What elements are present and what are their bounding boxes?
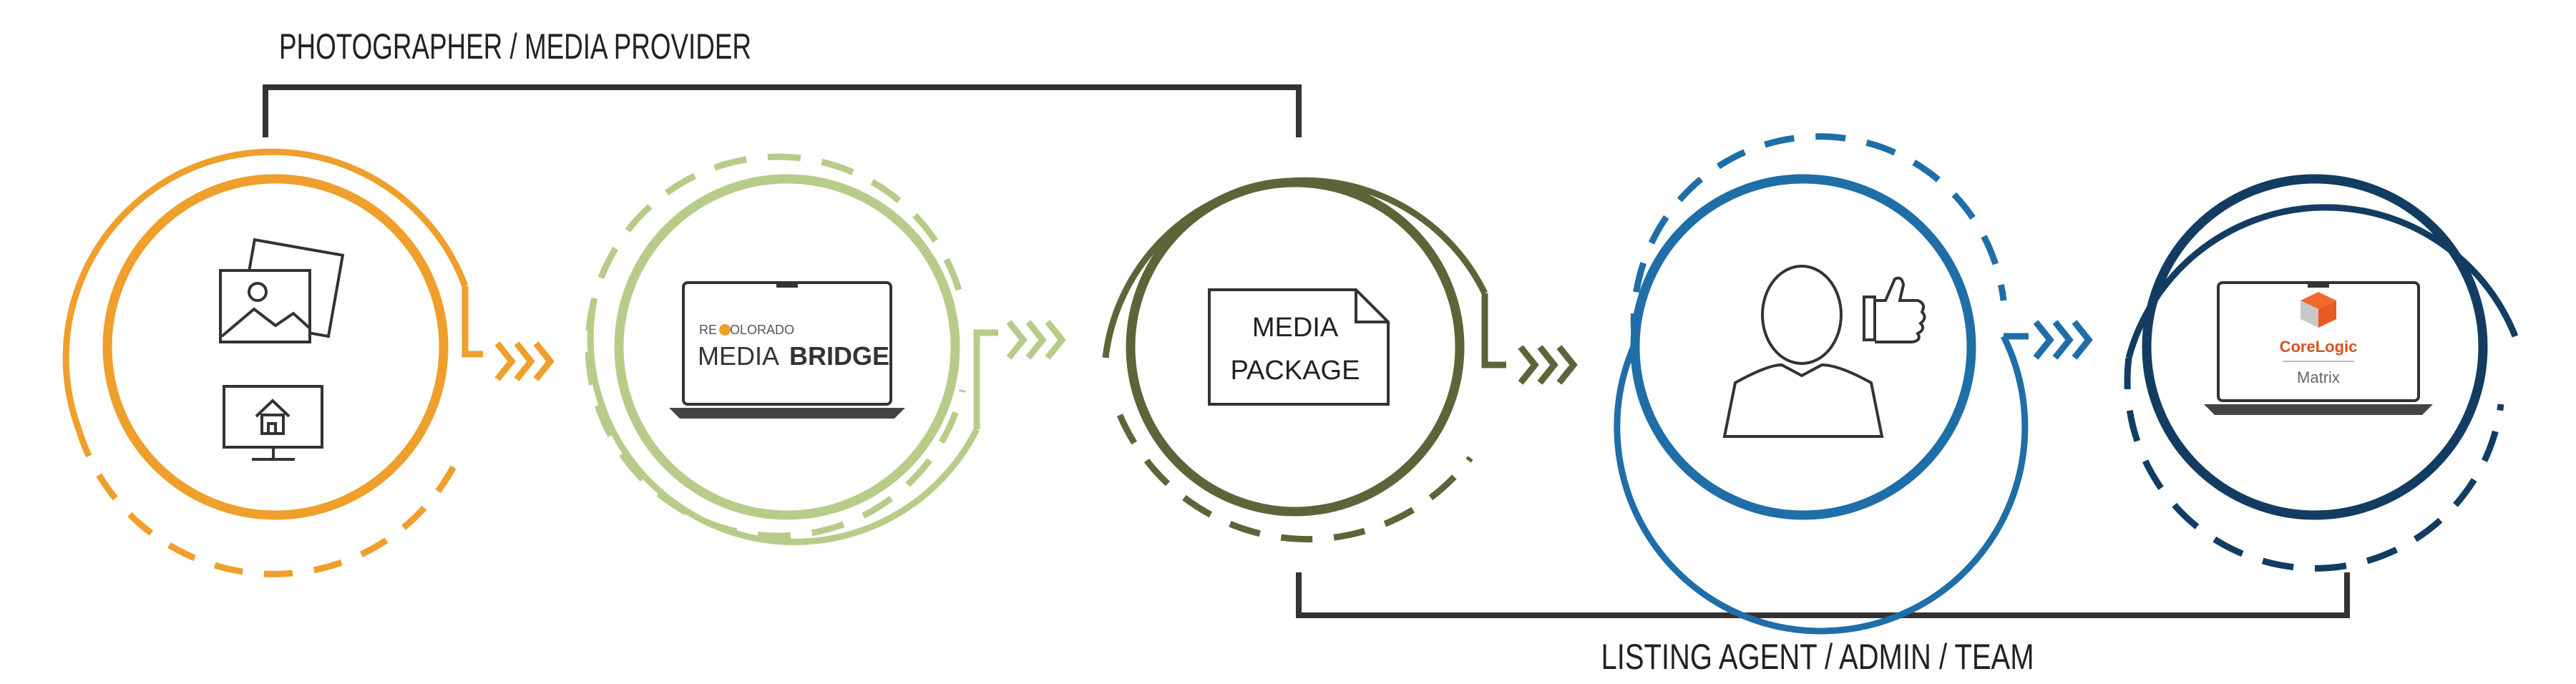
- home-monitor-icon: [223, 385, 323, 461]
- step-capture: [62, 148, 555, 577]
- laptop-icon: [669, 281, 905, 419]
- thumbs-up-icon: [1863, 276, 1926, 343]
- top-bracket-line: [263, 84, 1302, 137]
- step-media-bridge: RE COLORADO MEDIA BRIDGE: [585, 153, 1066, 545]
- bottom-label: LISTING AGENT / ADMIN / TEAM: [1601, 637, 2034, 677]
- bottom-bracket-line: [1296, 572, 2350, 618]
- laptop-icon: [2204, 281, 2433, 415]
- corelogic-text: CoreLogic: [2280, 338, 2358, 356]
- brand-small-text: RE COLORADO: [699, 323, 794, 337]
- brand-dot-icon: [719, 324, 731, 336]
- brand-main-text: MEDIA BRIDGE: [698, 341, 889, 371]
- document-icon: [1208, 288, 1390, 406]
- package-line2: PACKAGE: [1231, 356, 1360, 386]
- step-package: MEDIA PACKAGE: [1102, 177, 1578, 543]
- package-line1: MEDIA: [1252, 313, 1339, 343]
- step-agent: [1614, 133, 2093, 635]
- matrix-text: Matrix: [2297, 368, 2340, 386]
- chevron-arrows-icon: [1006, 320, 1066, 360]
- chevron-arrows-icon: [494, 341, 555, 381]
- photos-icon: [219, 238, 345, 343]
- corelogic-logo-icon: [2301, 292, 2336, 328]
- chevron-arrows-icon: [1518, 345, 1578, 385]
- step-matrix: CoreLogic Matrix: [2124, 174, 2519, 572]
- top-label: PHOTOGRAPHER / MEDIA PROVIDER: [279, 26, 751, 67]
- chevron-arrows-icon: [2033, 320, 2093, 360]
- person-icon: [1722, 265, 1884, 438]
